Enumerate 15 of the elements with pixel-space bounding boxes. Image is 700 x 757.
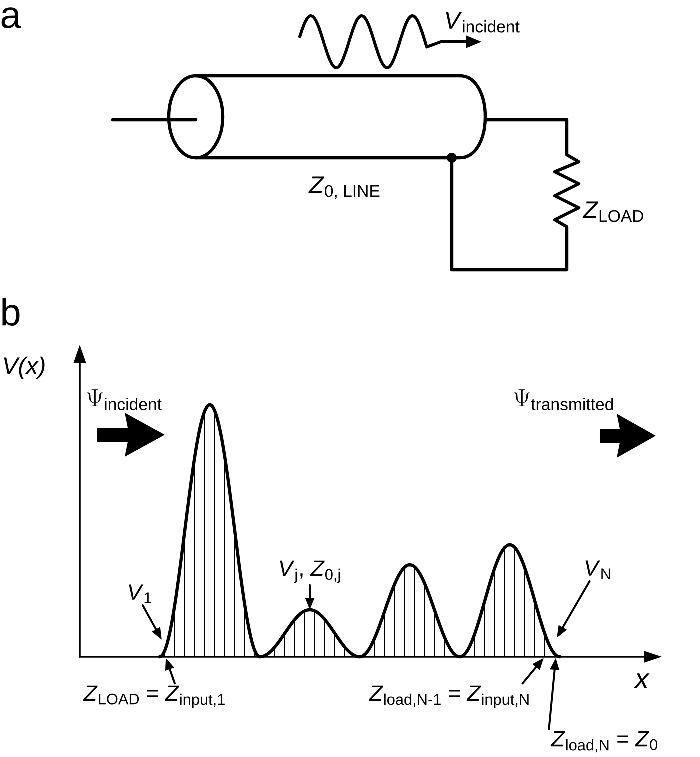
wave-label: $\Psi_{\mathrm{transmitted}}$ (514, 390, 614, 410)
callout-label: V$_{N}$ (586, 560, 610, 580)
line-impedance-label: Z$_{0, LINE}$ (308, 176, 380, 200)
callout-label: V$_{j}$, Z$_{0,j}$ (280, 560, 340, 584)
axis-label: V(x) (4, 356, 45, 380)
callout-label: Z$_{load,N-1}$ = Z$_{input,N}$ (368, 686, 529, 708)
horizontal-axis (79, 651, 662, 663)
panel-label: b (2, 298, 20, 326)
callout-label: V$_{1}$ (129, 584, 152, 604)
callout-label: Z$_{LOAD}$ = Z$_{input,1}$ (83, 686, 225, 708)
callout-label: Z$_{load,N}$ = Z$_{0}$ (550, 731, 658, 753)
wave-label: V$_{incident}$ (446, 12, 520, 33)
wave-label: $\Psi_{\mathrm{incident}}$ (87, 390, 162, 410)
load-impedance-label: Z$_{LOAD}$ (582, 202, 644, 222)
panel-label: a (2, 8, 22, 28)
